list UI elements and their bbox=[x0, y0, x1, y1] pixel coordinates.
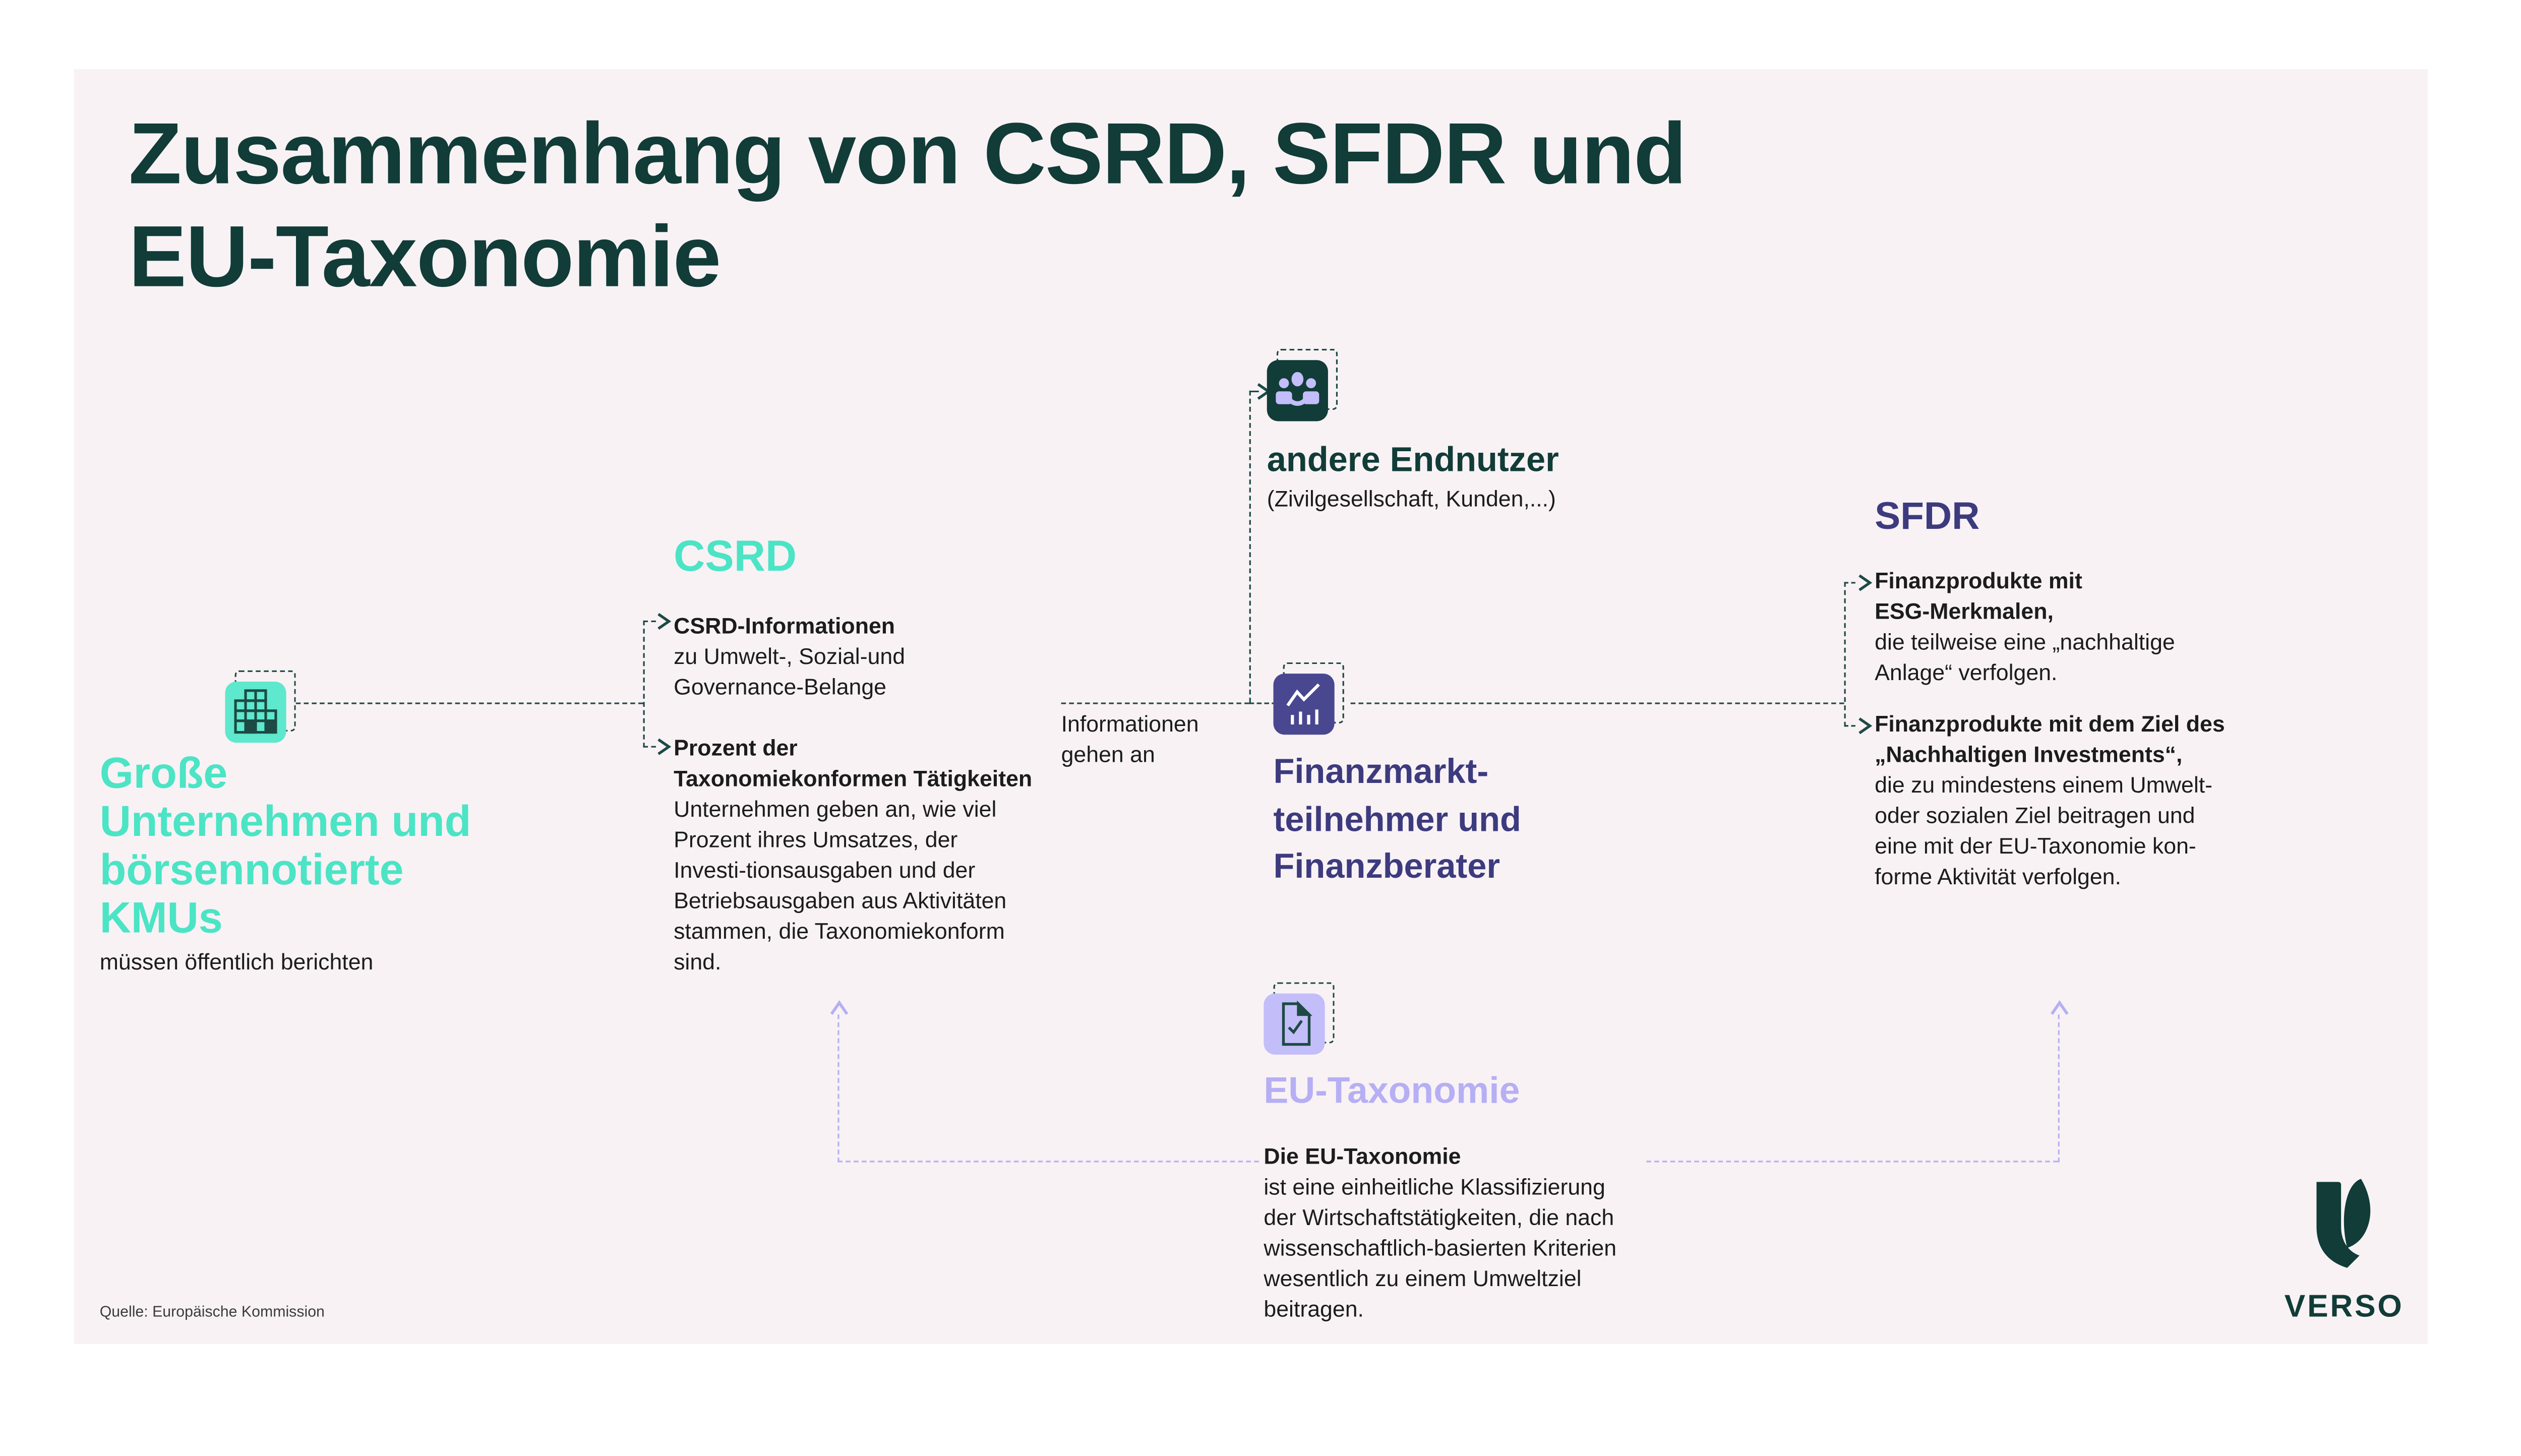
csrd-bullet-1-text: zu Umwelt-, Sozial-und Governance-Belang… bbox=[674, 643, 906, 700]
document-check-icon bbox=[1264, 993, 1325, 1055]
endnutzer-icon-tile bbox=[1267, 348, 1341, 423]
csrd-bullet-2-lead: Prozent der Taxonomiekonformen Tätigkeit… bbox=[674, 735, 1033, 791]
page-title: Zusammenhang von CSRD, SFDR und EU-Taxon… bbox=[129, 106, 1687, 306]
arrow-right-icon bbox=[657, 738, 672, 755]
sfdr-heading: SFDR bbox=[1875, 495, 1980, 539]
arrow-right-icon bbox=[657, 612, 672, 629]
eu-line-right bbox=[1646, 1161, 2058, 1163]
eu-taxonomie-heading: EU-Taxonomie bbox=[1264, 1069, 1520, 1111]
building-icon bbox=[225, 682, 286, 743]
people-icon bbox=[1267, 360, 1328, 421]
chart-icon bbox=[1273, 674, 1335, 735]
company-subtext: müssen öffentlich berichten bbox=[99, 948, 374, 975]
sfdr-arrow-stub-top bbox=[1844, 582, 1855, 584]
eu-taxonomie-lead: Die EU-Taxonomie bbox=[1264, 1143, 1461, 1169]
line-to-chart-icon bbox=[1249, 702, 1277, 704]
sfdr-branch-line bbox=[1844, 582, 1846, 727]
csrd-bullet-2-text: Unternehmen geben an, wie viel Prozent i… bbox=[674, 796, 1007, 975]
csrd-bullet-1-lead: CSRD-Informationen bbox=[674, 612, 895, 638]
arrow-up-icon bbox=[829, 1000, 848, 1015]
eu-line-right-up bbox=[2058, 1014, 2060, 1163]
sfdr-arrow-stub-bottom bbox=[1844, 725, 1855, 727]
sfdr-bullet-2-lead: Finanzprodukte mit dem Ziel des „Nachhal… bbox=[1875, 710, 2225, 767]
line-up-to-endnutzer bbox=[1249, 390, 1251, 703]
sfdr-bullet-2: Finanzprodukte mit dem Ziel des „Nachhal… bbox=[1875, 709, 2325, 892]
arrow-right-icon bbox=[1858, 573, 1873, 590]
csrd-branch-line bbox=[643, 620, 645, 748]
line-chart-to-sfdr bbox=[1350, 702, 1844, 704]
sfdr-bullet-2-text: die zu mindestens einem Umwelt- oder soz… bbox=[1875, 771, 2213, 889]
line-company-to-csrd bbox=[295, 702, 643, 704]
csrd-bullet-1: CSRD-Informationen zu Umwelt-, Sozial-und… bbox=[674, 611, 1092, 703]
verso-wordmark: VERSO bbox=[2284, 1289, 2404, 1325]
eu-line-left-up bbox=[837, 1014, 839, 1163]
sfdr-bullet-1-text: die teilweise eine „nachhaltige Anlage“ … bbox=[1875, 628, 2175, 685]
endnutzer-arrow-stub bbox=[1249, 390, 1259, 393]
endnutzer-heading: andere Endnutzer bbox=[1267, 440, 1559, 479]
endnutzer-subtext: (Zivilgesellschaft, Kunden,...) bbox=[1267, 486, 1556, 512]
csrd-bullet-2: Prozent der Taxonomiekonformen Tätigkeit… bbox=[674, 733, 1092, 978]
verso-logo-mark bbox=[2316, 1179, 2371, 1268]
eu-taxonomie-text: ist eine einheitliche Klassifizierung de… bbox=[1264, 1173, 1617, 1322]
infographic-stage: Zusammenhang von CSRD, SFDR und EU-Taxon… bbox=[74, 69, 2428, 1344]
background-panel bbox=[74, 69, 2428, 1344]
finanzmarkt-heading: Finanzmarkt- teilnehmer und Finanzberate… bbox=[1273, 752, 1521, 886]
flow-label: Informationen gehen an bbox=[1061, 710, 1199, 767]
csrd-heading: CSRD bbox=[674, 532, 797, 581]
arrow-right-icon bbox=[1858, 716, 1873, 734]
sfdr-bullet-1-lead: Finanzprodukte mit ESG-Merkmalen, bbox=[1875, 567, 2082, 624]
company-heading: Große Unternehmen und börsennotierte KMU… bbox=[99, 749, 471, 942]
finanzmarkt-icon-tile bbox=[1273, 662, 1348, 737]
company-icon-tile bbox=[225, 670, 299, 745]
line-csrd-to-center bbox=[1061, 702, 1249, 704]
arrow-up-icon bbox=[2050, 1000, 2068, 1015]
eu-line-left bbox=[837, 1161, 1259, 1163]
eu-taxonomie-icon-tile bbox=[1264, 982, 1338, 1056]
source-note: Quelle: Europäische Kommission bbox=[99, 1304, 325, 1322]
eu-taxonomie-paragraph: Die EU-Taxonomie ist eine einheitliche Kl… bbox=[1264, 1141, 1682, 1325]
sfdr-bullet-1: Finanzprodukte mit ESG-Merkmalen,die tei… bbox=[1875, 566, 2309, 688]
csrd-arrow-stub-top bbox=[643, 620, 656, 623]
csrd-arrow-stub-bottom bbox=[643, 746, 656, 748]
